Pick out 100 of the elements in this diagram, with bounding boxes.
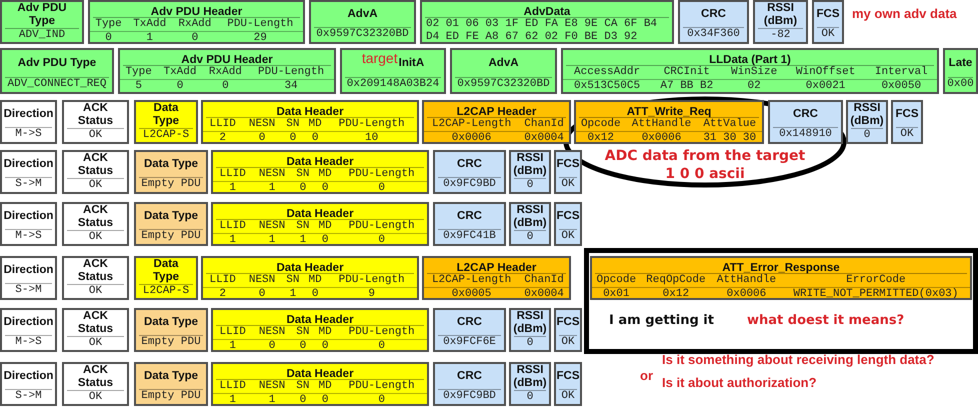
packet-field-cell bbox=[0, 308, 57, 352]
packet-field-cell bbox=[62, 150, 129, 194]
field-name: SN bbox=[292, 220, 314, 234]
field-header: Adv PDU Header bbox=[181, 54, 273, 66]
field-name: MD bbox=[314, 168, 336, 182]
field-header: FCS bbox=[556, 158, 580, 171]
packet-field-cell bbox=[420, 0, 674, 44]
field-value: ADV_IND bbox=[18, 29, 66, 41]
field-name: LLID bbox=[213, 168, 252, 182]
annotation-text: target bbox=[362, 50, 398, 66]
field-header: RSSI (dBm) bbox=[513, 152, 547, 178]
field-header: L2CAP Header bbox=[456, 106, 536, 118]
field-header: FCS bbox=[556, 370, 580, 383]
field-name: ChanId bbox=[519, 274, 569, 288]
field-value: 0 bbox=[336, 340, 427, 350]
field-value: L2CAP-S bbox=[142, 129, 190, 141]
note-text: my own adv data bbox=[852, 6, 957, 21]
packet-field-cell bbox=[0, 150, 57, 194]
field-header: CRC bbox=[457, 158, 482, 171]
field-value: 0x34F360 bbox=[687, 28, 740, 40]
field-value: ADV_CONNECT_REQ bbox=[7, 78, 107, 90]
field-name: MD bbox=[304, 274, 326, 288]
note-text: I am getting it bbox=[609, 313, 714, 328]
field-value: S->M bbox=[15, 178, 42, 190]
field-header: CRC bbox=[701, 8, 726, 21]
field-name: PDU-Length bbox=[336, 326, 427, 340]
field-header: RSSI (dBm) bbox=[762, 2, 798, 28]
field-value: 1 bbox=[252, 182, 292, 192]
packet-field-cell bbox=[422, 100, 571, 144]
field-header: AdvData bbox=[524, 6, 570, 18]
field-name: PDU-Length bbox=[326, 118, 417, 132]
field-header: ACK Status bbox=[76, 310, 114, 336]
packet-field-cell bbox=[0, 362, 57, 406]
packet-field-cell bbox=[891, 100, 923, 144]
field-name: Interval bbox=[866, 66, 937, 80]
field-name: SN bbox=[292, 326, 314, 340]
field-value: -82 bbox=[770, 29, 790, 41]
field-value: 02 01 06 03 1F ED FA E8 9E CA 6F B4 bbox=[426, 18, 658, 30]
field-value: 0 bbox=[242, 132, 282, 142]
field-value: 31 30 30 bbox=[697, 132, 762, 142]
field-value: M->S bbox=[15, 336, 42, 348]
field-value: 0x12 bbox=[640, 288, 712, 298]
field-value: 0x01 bbox=[592, 288, 641, 298]
packet-field-cell bbox=[211, 308, 429, 352]
packet-field-cell bbox=[134, 202, 208, 246]
field-value: 0 bbox=[292, 182, 314, 192]
packet-field-cell bbox=[134, 308, 208, 352]
field-value: 2 bbox=[203, 288, 242, 298]
field-name: PDU-Length bbox=[217, 18, 303, 32]
packet-field-cell bbox=[943, 48, 978, 94]
field-name: AccessAddr bbox=[563, 66, 652, 80]
packet-field-cell bbox=[554, 202, 582, 246]
field-value: Empty PDU bbox=[141, 336, 201, 348]
packet-field-cell bbox=[554, 362, 582, 406]
packet-field-cell bbox=[509, 308, 551, 352]
field-value: 0 bbox=[526, 231, 534, 243]
field-header: AdvA bbox=[347, 8, 378, 21]
field-value: 0 bbox=[157, 80, 203, 92]
field-name: PDU-Length bbox=[336, 380, 427, 394]
field-value: OK bbox=[88, 231, 102, 243]
field-header: Data Type bbox=[144, 316, 198, 329]
field-value: 34 bbox=[248, 80, 334, 92]
packet-field-cell bbox=[433, 308, 506, 352]
field-header: ATT_Error_Response bbox=[722, 262, 840, 274]
field-value: A7 BB B2 bbox=[651, 80, 723, 92]
field-header: Adv PDU Header bbox=[150, 6, 242, 18]
field-header: Direction bbox=[4, 210, 54, 223]
field-value: 0x9597C32320BD bbox=[457, 78, 550, 90]
field-name: Type bbox=[120, 66, 158, 80]
field-name: MD bbox=[314, 220, 336, 234]
field-value: OK bbox=[88, 285, 102, 297]
field-name: ReqOpCode bbox=[640, 274, 712, 288]
field-value: OK bbox=[88, 391, 102, 403]
field-value: 0 bbox=[526, 179, 534, 191]
packet-field-cell bbox=[62, 202, 129, 246]
packet-field-cell bbox=[554, 150, 582, 194]
field-header: Data Header bbox=[276, 106, 344, 118]
field-name: Type bbox=[90, 18, 128, 32]
field-value: 0x00 bbox=[947, 78, 974, 90]
field-value: Empty PDU bbox=[141, 178, 201, 190]
annotation-frame bbox=[584, 248, 978, 354]
field-header: RSSI (dBm) bbox=[850, 102, 884, 128]
field-value: 0x9FC9BD bbox=[443, 390, 496, 402]
field-header: Direction bbox=[4, 370, 54, 383]
field-header: ACK Status bbox=[76, 258, 114, 284]
field-name: L2CAP-Length bbox=[424, 274, 520, 288]
field-value: 0 bbox=[242, 288, 282, 298]
field-value: 0 bbox=[90, 32, 128, 42]
field-value: 0 bbox=[252, 340, 292, 350]
field-header: Adv PDU Type bbox=[16, 2, 68, 28]
packet-field-cell bbox=[88, 0, 305, 44]
field-name: LLID bbox=[203, 274, 242, 288]
field-name: PDU-Length bbox=[248, 66, 334, 80]
field-name: NESN bbox=[252, 380, 292, 394]
packet-field-cell bbox=[753, 0, 808, 44]
field-value: OK bbox=[821, 28, 835, 40]
field-value: M->S bbox=[15, 128, 42, 140]
field-value: 0 bbox=[314, 340, 336, 350]
packet-field-cell bbox=[422, 256, 571, 300]
packet-field-cell bbox=[0, 100, 57, 144]
